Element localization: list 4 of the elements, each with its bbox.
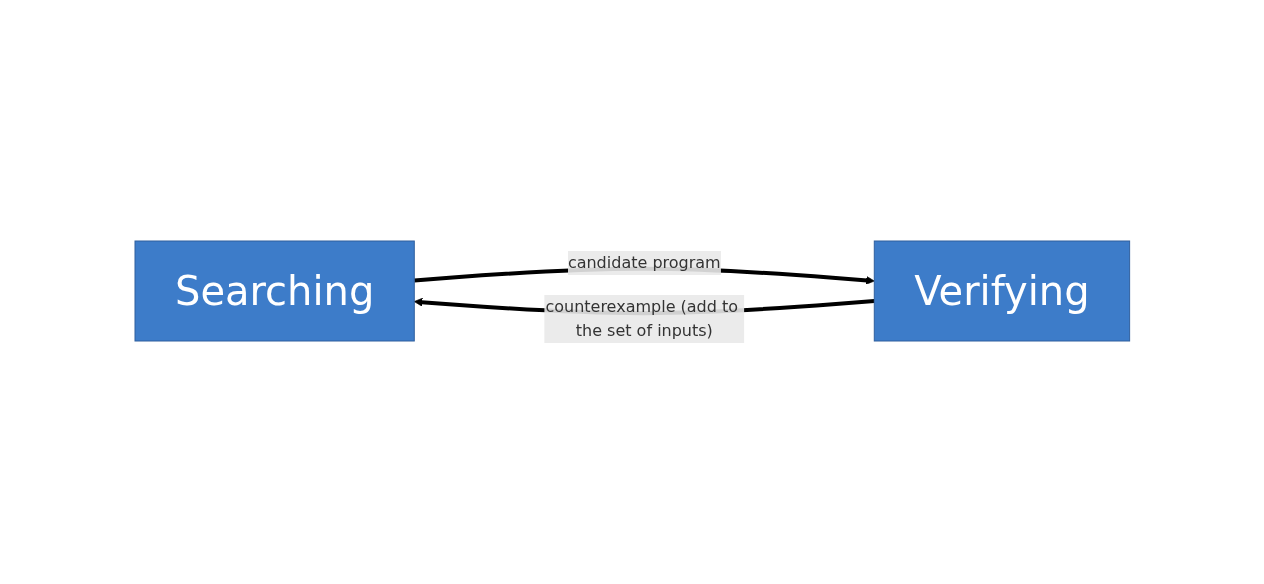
edge-label: candidate program: [567, 253, 721, 272]
node-box: Searching: [134, 240, 415, 342]
edge-label: counterexample (add to the set of inputs): [545, 297, 738, 340]
node-box: Verifying: [873, 240, 1130, 342]
